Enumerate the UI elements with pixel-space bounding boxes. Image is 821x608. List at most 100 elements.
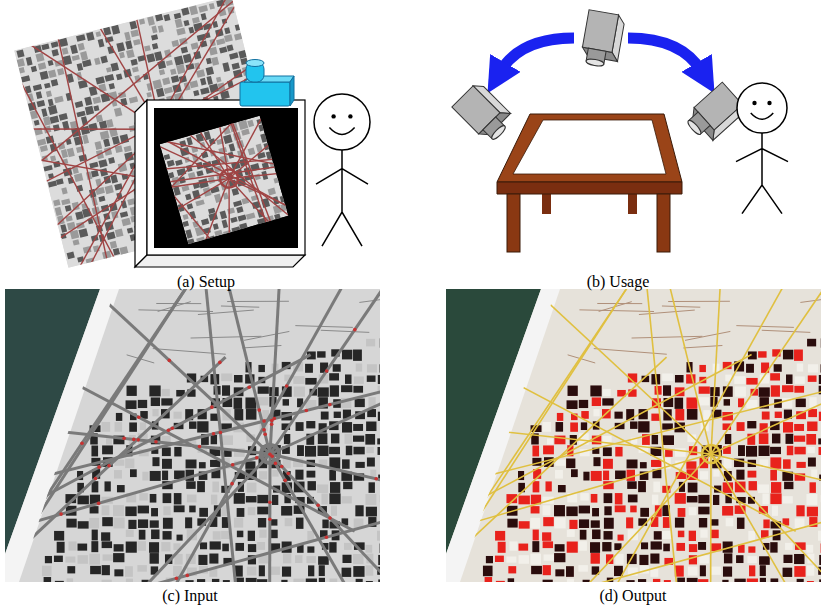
dock-line [685,331,730,340]
street [711,289,821,454]
building [305,446,316,457]
building [90,566,101,574]
building [54,556,63,562]
building [698,507,709,515]
building [604,531,613,539]
building [222,544,229,552]
street [5,355,311,582]
building [355,462,364,468]
building [110,62,119,71]
building [675,409,684,420]
building [722,580,728,582]
building [356,363,362,371]
street [270,289,380,454]
building [247,120,254,127]
building [763,520,769,529]
building [246,409,257,420]
building [78,544,88,551]
building [306,556,315,563]
building [151,34,158,40]
building [783,422,793,432]
street [5,357,226,582]
building [222,385,230,395]
building [234,409,243,420]
building [106,119,114,128]
building [214,230,222,237]
building [366,507,377,517]
building [48,69,57,78]
building [566,566,574,577]
building [686,397,697,408]
building [173,412,181,419]
building [89,518,99,529]
building [699,518,707,527]
building [554,505,565,516]
building [568,386,578,396]
building [182,221,189,227]
feature-point [274,462,278,466]
building [257,495,268,503]
building [247,567,257,576]
street [184,116,289,179]
feature-point [132,438,136,442]
building [355,399,365,408]
building [102,445,113,454]
building [152,409,158,416]
camera-body [240,82,290,106]
building [651,541,662,549]
building [807,447,815,453]
building [57,68,64,76]
building [583,472,589,481]
stick-body [316,150,368,246]
building [77,496,88,505]
building [67,578,73,582]
streets [446,289,821,582]
usage-panel [452,10,788,252]
building [342,350,352,360]
building [239,223,248,232]
building [266,151,273,160]
building [199,462,206,468]
building [677,578,685,582]
building [200,87,210,95]
building [772,506,778,516]
building [653,482,660,493]
street [446,289,796,531]
building [127,386,137,396]
building [614,412,622,419]
building [794,350,803,361]
dock-line [762,330,811,332]
feature-point [94,477,98,481]
street [160,116,289,245]
building [662,423,673,429]
building [581,411,588,419]
building [322,520,328,529]
building [48,99,54,107]
building [256,118,265,124]
street [5,289,355,531]
building [85,106,94,115]
building [163,531,172,539]
building [60,224,67,233]
building [583,580,590,582]
feature-point [262,428,266,432]
building [149,385,160,396]
dock-line [632,336,703,338]
building [296,518,304,529]
building [783,350,793,360]
building [125,40,132,49]
building [808,364,818,372]
building [216,38,225,45]
building [796,462,805,468]
building [748,531,755,541]
feature-point [328,516,332,520]
building [725,434,731,444]
building [50,155,56,161]
building [498,542,506,553]
panel-caption: (b) Usage [587,273,650,291]
building [229,52,238,59]
building [630,506,636,513]
building [234,33,242,41]
building [114,569,123,576]
map-texture [5,289,380,582]
